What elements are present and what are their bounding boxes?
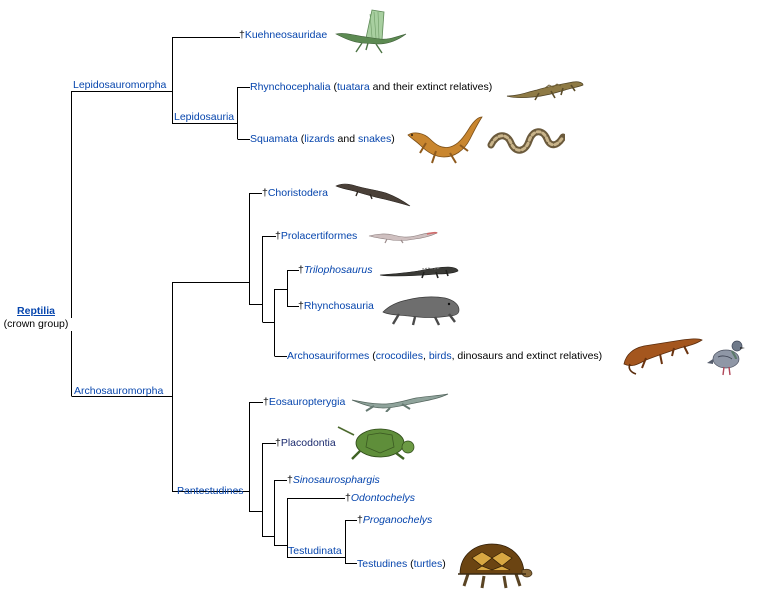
- turtles-link[interactable]: turtles: [413, 558, 443, 570]
- squamata-link[interactable]: Squamata: [250, 133, 298, 145]
- taxon-prolacertiformes: †Prolacertiformes: [275, 230, 358, 242]
- root-label: Reptilia (crown group): [0, 305, 72, 331]
- eosauropterygia-link[interactable]: Eosauropterygia: [268, 396, 346, 408]
- snakes-link[interactable]: snakes: [358, 133, 392, 145]
- tuatara-icon: [506, 81, 584, 101]
- rhynchocephalia-link[interactable]: Rhynchocephalia: [250, 81, 331, 93]
- taxon-choristodera: †Choristodera: [262, 187, 328, 199]
- prolacertiformes-link[interactable]: Prolacertiformes: [280, 230, 358, 242]
- prolacertiform-icon: [368, 231, 439, 244]
- clade-lepidosauria[interactable]: Lepidosauria: [174, 111, 235, 123]
- snake-icon: [487, 128, 565, 154]
- testudines-link[interactable]: Testudines: [357, 558, 408, 570]
- taxon-squamata: Squamata (lizards and snakes): [250, 133, 395, 145]
- taxon-kuehneosauridae: †Kuehneosauridae: [239, 29, 328, 41]
- taxon-rhynchocephalia: Rhynchocephalia (tuatara and their extin…: [250, 81, 493, 93]
- lizards-link[interactable]: lizards: [304, 133, 335, 145]
- rhynchosaur-icon: [382, 296, 460, 326]
- odontochelys-link[interactable]: Odontochelys: [350, 492, 416, 504]
- trilophosaurus-link[interactable]: Trilophosaurus: [303, 264, 373, 276]
- taxon-trilophosaurus: †Trilophosaurus: [298, 264, 373, 276]
- kuehneosaur-icon: [335, 9, 407, 54]
- clade-lepidosauromorpha[interactable]: Lepidosauromorpha: [73, 79, 167, 91]
- taxon-testudines: Testudines (turtles): [357, 558, 446, 570]
- taxon-rhynchosauria: †Rhynchosauria: [298, 300, 374, 312]
- taxon-placodontia: †Placodontia: [275, 437, 336, 449]
- trilophosaurus-icon: [379, 266, 459, 279]
- root-name[interactable]: Reptilia: [17, 305, 55, 317]
- pigeon-icon: [707, 340, 745, 376]
- lizard-icon: [407, 116, 483, 164]
- taxon-sinosaurosphargis: †Sinosaurosphargis: [287, 474, 380, 486]
- sinosaurosphargis-link[interactable]: Sinosaurosphargis: [292, 474, 380, 486]
- crocodile-icon: [623, 338, 703, 375]
- tortoise-icon: [458, 543, 533, 589]
- taxon-eosauropterygia: †Eosauropterygia: [263, 396, 346, 408]
- clade-archosauromorpha[interactable]: Archosauromorpha: [74, 385, 164, 397]
- taxon-archosauriformes: Archosauriformes (crocodiles, birds, din…: [287, 350, 603, 362]
- proganochelys-link[interactable]: Proganochelys: [362, 514, 433, 526]
- taxon-odontochelys: †Odontochelys: [345, 492, 416, 504]
- clade-pantestudines[interactable]: Pantestudines: [177, 485, 244, 497]
- taxon-proganochelys: †Proganochelys: [357, 514, 433, 526]
- choristodera-link[interactable]: Choristodera: [267, 187, 328, 199]
- plesiosaur-icon: [351, 393, 449, 412]
- placodontia-link[interactable]: Placodontia: [280, 437, 336, 449]
- rhynchosauria-link[interactable]: Rhynchosauria: [303, 300, 374, 312]
- tuatara-link[interactable]: tuatara: [336, 81, 370, 93]
- placodont-icon: [337, 426, 415, 460]
- root-note: (crown group): [0, 318, 72, 331]
- choristodere-icon: [335, 183, 411, 207]
- archosauriformes-link[interactable]: Archosauriformes: [287, 350, 370, 362]
- birds-link[interactable]: birds: [428, 350, 452, 362]
- clade-testudinata[interactable]: Testudinata: [288, 545, 342, 557]
- crocodiles-link[interactable]: crocodiles: [375, 350, 423, 362]
- kuehneosauridae-link[interactable]: Kuehneosauridae: [244, 29, 328, 41]
